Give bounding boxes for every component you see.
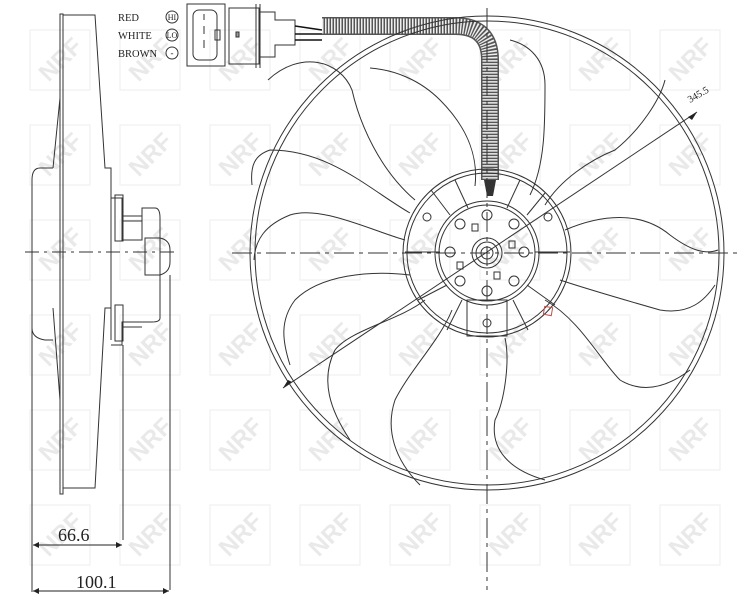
legend-wire-red: RED <box>118 13 139 24</box>
legend-pin-lo: LO <box>167 31 178 40</box>
dimension-fan-diameter: 345.5 <box>686 85 711 106</box>
dimension-depth-total: 100.1 <box>76 572 117 592</box>
legend-pin-hi: HI <box>168 13 177 22</box>
dimension-depth-inner: 66.6 <box>58 525 90 545</box>
depth-dimensions <box>33 542 169 594</box>
connector-legend: RED WHITE BROWN HI LO - <box>118 10 179 60</box>
legend-pin-ground: - <box>171 48 174 58</box>
diameter-arrow-icon <box>688 112 697 120</box>
reference-marker-icon <box>542 305 554 317</box>
legend-wire-brown: BROWN <box>118 49 158 60</box>
diameter-arrow-icon <box>283 380 292 388</box>
fan-blades <box>251 39 719 486</box>
legend-wire-white: WHITE <box>118 31 152 42</box>
side-view <box>25 13 175 592</box>
connector-plug <box>186 3 323 68</box>
fan-front-view <box>232 8 742 590</box>
